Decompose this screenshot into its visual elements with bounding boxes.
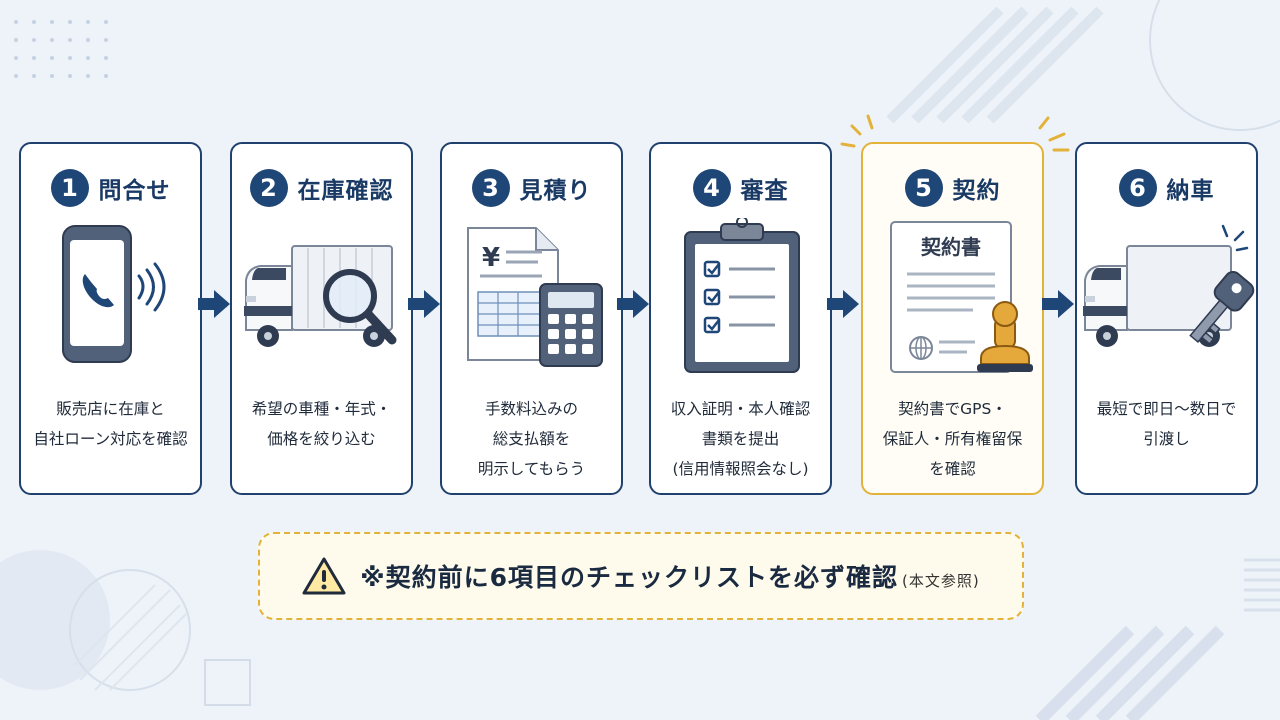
step-description: 手数料込みの 総支払額を 明示してもらう (477, 400, 586, 478)
step-description: 希望の車種・年式・ 価格を絞り込む (251, 400, 392, 448)
step-number-badge: 6 (1118, 169, 1157, 207)
step-number-badge: 3 (471, 169, 510, 207)
checklist-clipboard-icon (684, 218, 800, 373)
step-number-badge: 5 (904, 169, 943, 207)
step-description: 収入証明・本人確認 書類を提出 (信用情報照会なし) (670, 400, 811, 478)
step-title: 審査 (740, 178, 789, 204)
truck-key-icon (1083, 224, 1255, 347)
arrow-right-icon (198, 290, 230, 318)
step-card-1: 1 問合せ 販売店に在庫と 自社ローン対応を確認 (19, 142, 202, 495)
step-description: 販売店に在庫と 自社ローン対応を確認 (33, 400, 188, 448)
square-decoration (204, 659, 251, 706)
circle-outline-decoration (1149, 0, 1280, 131)
arrow-right-icon (827, 290, 859, 318)
step-card-4: 4 審査 収入証明・本人確認 書類を提出 (信用情報照会なし) (649, 142, 832, 495)
step-description: 最短で即日〜数日で 引渡し (1096, 400, 1237, 448)
truck-magnifier-icon (244, 245, 397, 347)
step-title: 納車 (1166, 178, 1215, 204)
step-title: 問合せ (98, 178, 171, 204)
arrow-right-icon (408, 290, 440, 318)
circle-decoration (0, 550, 110, 690)
step-title: 在庫確認 (297, 178, 394, 204)
step-title: 見積り (519, 178, 592, 204)
arrow-right-icon (617, 290, 649, 318)
stripe-decoration-bottom (1035, 625, 1225, 720)
contract-doc-title: 契約書 (920, 235, 981, 259)
hatch-circle-decoration (74, 584, 187, 691)
stripe-decoration-top (886, 6, 1104, 124)
sparkle-decoration (840, 114, 1070, 152)
step-card-5: 5 契約 契約書 契約書でGPS・ 保証人・所有権留保 を確認 (861, 142, 1044, 495)
dot-grid-decoration (14, 20, 108, 78)
estimate-calculator-icon: ¥ (467, 227, 603, 367)
warning-icon (302, 557, 346, 595)
note-text: ※契約前に6項目のチェックリストを必ず確認(本文参照) (360, 563, 980, 592)
note-subtext: (本文参照) (901, 572, 980, 590)
step-title: 契約 (952, 178, 1001, 204)
step-number-badge: 2 (249, 169, 288, 207)
smartphone-call-icon (62, 225, 166, 363)
step-number-badge: 4 (692, 169, 731, 207)
step-number-badge: 1 (50, 169, 89, 207)
contract-stamp-icon: 契約書 (890, 221, 1033, 373)
arrow-right-icon (1042, 290, 1074, 318)
checklist-note: ※契約前に6項目のチェックリストを必ず確認(本文参照) (258, 532, 1024, 620)
step-card-3: 3 見積り ¥ 手数料込みの 総支払額を 明示してもらう (440, 142, 623, 495)
step-card-6: 6 納車 最短で即日〜数日で 引渡し (1075, 142, 1258, 495)
step-card-2: 2 在庫確認 希望の車種・年式・ 価格を絞り込む (230, 142, 413, 495)
yen-symbol: ¥ (482, 243, 500, 273)
step-description: 契約書でGPS・ 保証人・所有権留保 を確認 (882, 400, 1023, 478)
